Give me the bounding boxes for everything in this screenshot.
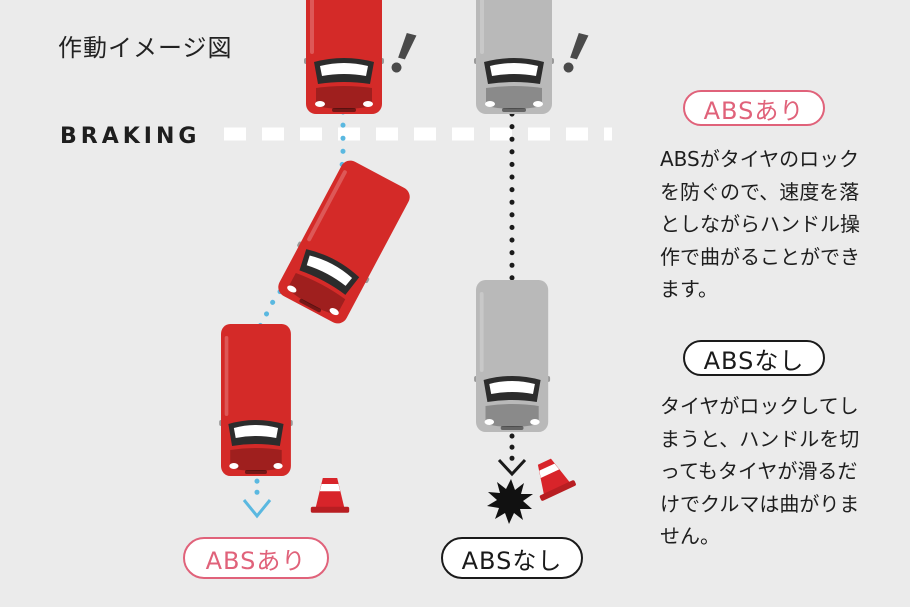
abs-off-heading: ABSなし: [683, 340, 825, 376]
traffic-cone-icon: [310, 478, 350, 513]
car-abs-on-start: [304, 0, 384, 114]
exclamation-icon: [562, 31, 589, 76]
abs-on-bottom-label: ABSあり: [183, 537, 329, 579]
car-abs-off-start: [474, 0, 554, 114]
traffic-cone-icon: [526, 453, 577, 502]
car-abs-on-end: [219, 324, 293, 476]
arrow-down-icon: [242, 499, 272, 519]
diagram-title: 作動イメージ図: [58, 34, 233, 62]
abs-on-description: ABSがタイヤのロックを防ぐので、速度を落としながらハンドル操作で曲がることがで…: [660, 147, 860, 301]
abs-on-heading: ABSあり: [683, 90, 825, 126]
exclamation-icon: [390, 31, 417, 76]
abs-off-description: タイヤがロックしてしまうと、ハンドルを切ってもタイヤが滑るだけでクルマは曲がりま…: [660, 394, 860, 548]
car-abs-on-turning: [273, 156, 415, 328]
braking-label: BRAKING: [60, 124, 201, 149]
arrow-down-icon: [497, 458, 527, 477]
car-abs-off-end: [474, 280, 551, 432]
collision-burst-icon: [487, 479, 533, 524]
abs-off-bottom-label: ABSなし: [441, 537, 583, 579]
